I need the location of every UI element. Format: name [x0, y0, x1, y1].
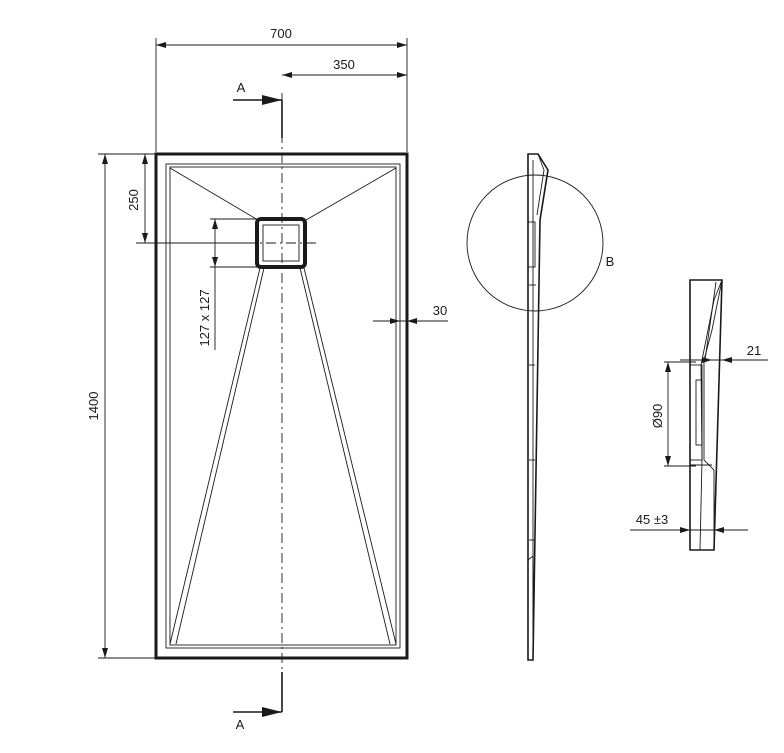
section-a-bottom-label: A: [236, 717, 245, 732]
dimension-rim: 30: [373, 303, 448, 324]
dim-250-label: 250: [126, 189, 141, 211]
dimension-length: 1400: [86, 153, 156, 659]
dim-thickness-label: 45 ±3: [636, 512, 668, 527]
dimension-edge-depth: 21: [680, 343, 768, 363]
dim-drain-label: 127 x 127: [197, 289, 212, 346]
dimension-drain-size: 127 x 127: [197, 218, 257, 350]
dim-1400-label: 1400: [86, 392, 101, 421]
tray-outline: [154, 152, 409, 660]
section-marker-top: A: [233, 80, 283, 138]
dim-700-label: 700: [270, 26, 292, 41]
detail-view: [689, 279, 723, 551]
detail-b-label: B: [606, 254, 615, 269]
dimension-thickness: 45 ±3: [630, 512, 748, 533]
plan-view: [154, 93, 409, 700]
tray-inner-edge: [165, 163, 401, 649]
section-a-top-label: A: [237, 80, 246, 95]
dim-diameter-label: Ø90: [650, 404, 665, 429]
dimension-width: 700: [155, 26, 408, 152]
dimension-drain-diameter: Ø90: [650, 361, 696, 467]
slope-lines: [169, 167, 397, 645]
dimension-drain-offset: 250: [126, 154, 256, 244]
detail-circle: [466, 174, 604, 312]
dim-21-label: 21: [747, 343, 761, 358]
dimension-half-width: 350: [282, 57, 407, 78]
drain-outline: [255, 217, 307, 269]
section-marker-bottom: A: [233, 672, 283, 732]
section-view: B: [466, 153, 615, 661]
dim-30-label: 30: [433, 303, 447, 318]
dim-350-label: 350: [333, 57, 355, 72]
